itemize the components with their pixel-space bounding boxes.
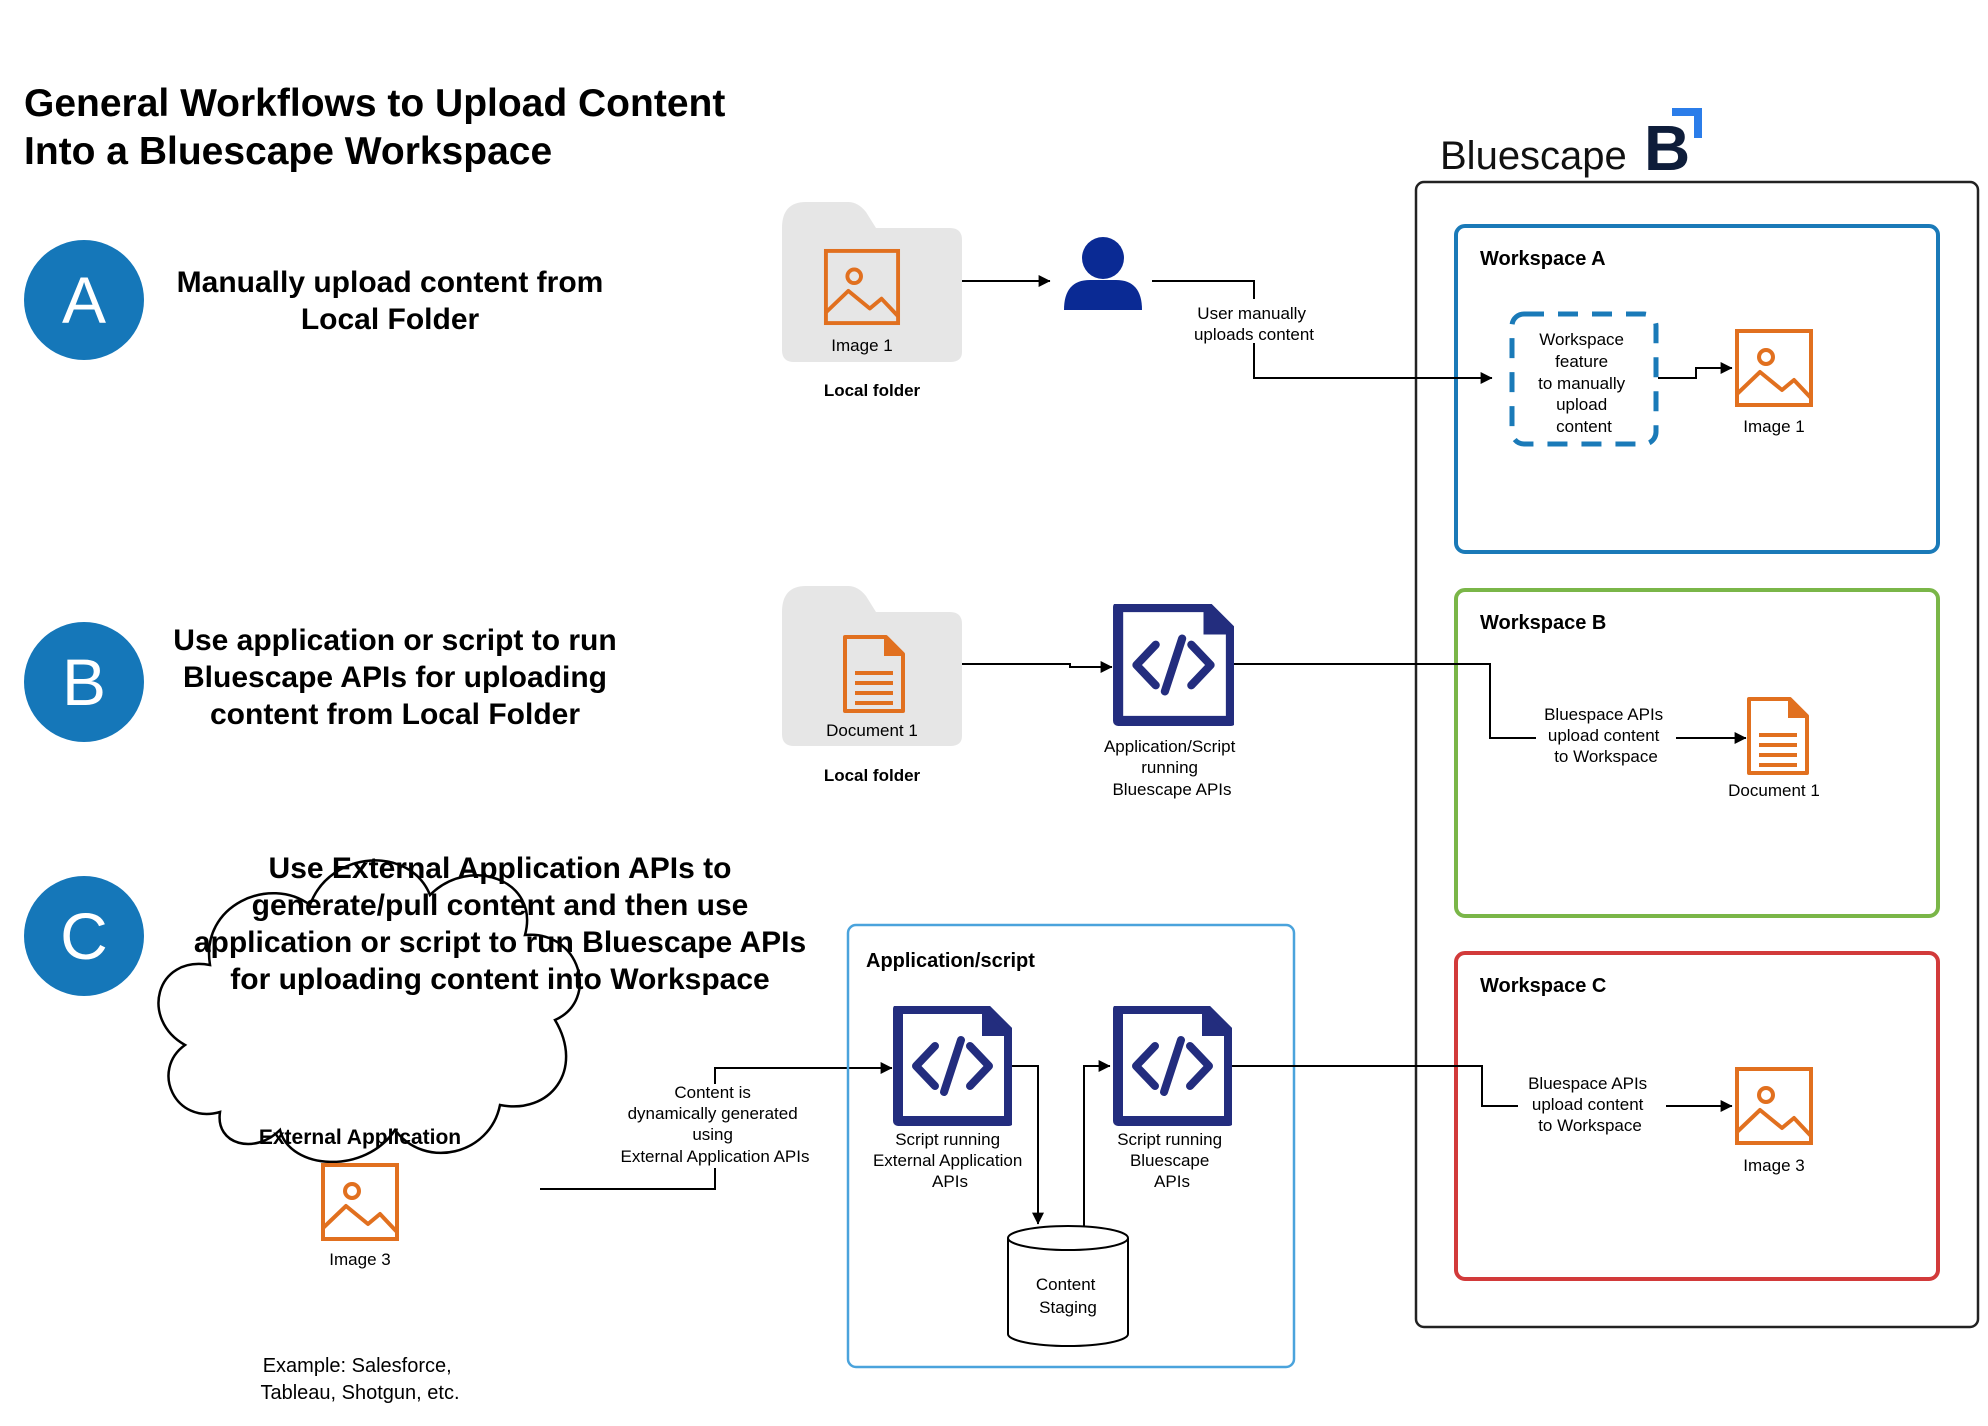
arrow-folder-to-app xyxy=(962,661,1113,673)
content-staging-database-icon xyxy=(1007,1225,1129,1347)
section-b-heading-line: Use application or script to run xyxy=(173,624,617,657)
section-b-heading-line: content from Local Folder xyxy=(209,698,581,731)
workspace-c-image-icon xyxy=(1735,1067,1813,1145)
script-2-label: Script running Bluescape APIs xyxy=(1117,1130,1227,1191)
folder-item-label: Image 1 xyxy=(831,336,892,355)
section-c-heading-line: application or script to run Bluescape A… xyxy=(193,926,807,959)
brand-logo-accent-icon xyxy=(1672,108,1702,138)
script-1-label: Script running External Application APIs xyxy=(873,1130,1027,1191)
section-c-heading-line: for uploading content into Workspace xyxy=(230,963,770,996)
section-a-heading-line: Manually upload content from xyxy=(176,266,604,299)
application-script-box xyxy=(846,923,1296,1369)
page-title-line1: General Workflows to Upload Content xyxy=(24,82,726,125)
user-icon xyxy=(1064,237,1142,310)
workspace-a-title: Workspace A xyxy=(1480,248,1606,270)
cloud-item-label: Image 3 xyxy=(329,1250,390,1269)
edge-label-api-upload-b: Bluespace APIs upload content to Workspa… xyxy=(1544,705,1668,766)
code-icon xyxy=(1118,607,1231,721)
local-folder-label: Local folder xyxy=(824,766,921,785)
arrow-feature-to-image xyxy=(1658,362,1733,379)
application-script-title: Application/script xyxy=(866,950,1035,972)
edge-label-bg xyxy=(1518,1072,1666,1138)
section-c-heading-line: generate/pull content and then use xyxy=(251,889,749,922)
section-a-badge: A xyxy=(24,240,144,360)
section-b-heading-line: Bluescape APIs for uploading xyxy=(183,661,607,694)
edge-label-bg xyxy=(612,1084,820,1168)
content-staging-label: Content Staging xyxy=(1036,1275,1100,1317)
bluescape-container xyxy=(1414,180,1980,1329)
app-script-label: Application/Script running Bluescape API… xyxy=(1104,737,1240,799)
arrow-staging-to-script2 xyxy=(1083,1060,1111,1226)
section-b-badge: B xyxy=(24,622,144,742)
workspace-upload-feature-label: Workspace feature to manually upload con… xyxy=(1538,330,1630,436)
brand-logo-letter: B xyxy=(1644,112,1690,184)
edge-label-generated: Content is dynamically generated using E… xyxy=(620,1083,809,1166)
bluescape-brand: Bluescape B xyxy=(1440,108,1702,184)
script-2-code-icon xyxy=(1118,1009,1229,1121)
workspace-a-image-icon xyxy=(1735,329,1813,407)
cloud-title: External Application xyxy=(259,1126,461,1149)
workspace-upload-feature xyxy=(1509,311,1659,447)
page-title-line2: Into a Bluescape Workspace xyxy=(24,130,553,173)
workspace-c-item-label: Image 3 xyxy=(1743,1156,1804,1175)
edge-label-user-upload: User manually uploads content xyxy=(1194,304,1314,344)
edge-label-bg xyxy=(1536,700,1676,766)
cloud-image-icon xyxy=(321,1163,399,1241)
brand-name: Bluescape xyxy=(1440,134,1627,178)
folder-icon xyxy=(782,586,962,746)
edge-label-bg xyxy=(1183,299,1325,343)
local-folder-a: Image 1 xyxy=(782,202,962,362)
workspace-a-item-label: Image 1 xyxy=(1743,417,1804,436)
page-title: General Workflows to Upload Content Into… xyxy=(24,80,725,176)
workspace-b-title: Workspace B xyxy=(1480,612,1606,634)
workspace-b-document-icon xyxy=(1747,697,1809,775)
local-folder-label: Local folder xyxy=(824,381,921,400)
section-b-heading: Use application or script to run Bluesca… xyxy=(130,622,660,733)
external-application-cloud xyxy=(157,859,581,1164)
local-folder-b: Document 1 xyxy=(782,586,962,746)
workspace-c-title: Workspace C xyxy=(1480,975,1606,997)
workspace-c-box xyxy=(1454,951,1940,1281)
workspace-b-box xyxy=(1454,588,1940,918)
edge-label-api-upload-c: Bluespace APIs upload content to Workspa… xyxy=(1528,1074,1652,1135)
section-a-heading: Manually upload content from Local Folde… xyxy=(130,264,650,338)
workspace-b-item-label: Document 1 xyxy=(1728,781,1820,800)
section-c-badge: C xyxy=(24,876,144,996)
workspace-a-box xyxy=(1454,224,1940,554)
arrow-script1-to-staging xyxy=(1012,1065,1044,1225)
folder-item-label: Document 1 xyxy=(826,721,918,740)
section-a-heading-line: Local Folder xyxy=(300,303,480,336)
cloud-example-label: Example: Salesforce, Tableau, Shotgun, e… xyxy=(260,1355,459,1404)
script-1-code-icon xyxy=(898,1009,1009,1121)
